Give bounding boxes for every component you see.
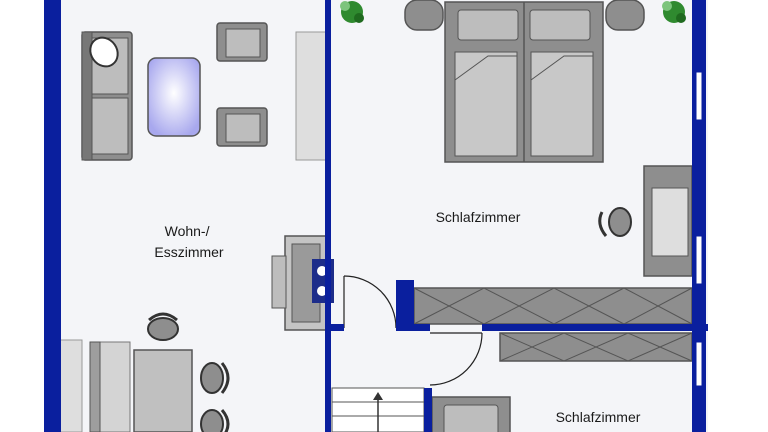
- room-label-bedroom: Schlafzimmer: [436, 209, 521, 225]
- wardrobe: [413, 287, 693, 325]
- floor-lamp: [89, 36, 119, 68]
- desk-chair: [598, 207, 632, 237]
- door: [429, 332, 483, 386]
- armchair: [216, 107, 268, 147]
- sofa: [81, 31, 133, 161]
- room-label-living: Wohn-/ Esszimmer: [154, 223, 224, 260]
- sideboard: [295, 31, 327, 161]
- bed: [431, 396, 511, 432]
- plant-icon: [662, 1, 686, 23]
- double-bed: [444, 1, 604, 163]
- bench: [59, 339, 131, 432]
- coffee-table: [147, 57, 201, 137]
- nightstand: [605, 0, 645, 31]
- window: [695, 71, 703, 387]
- nightstand: [404, 0, 444, 31]
- room-label-bedroom: Schlafzimmer: [556, 409, 641, 425]
- desk: [643, 165, 693, 277]
- staircase: [331, 387, 425, 432]
- armchair: [216, 22, 268, 62]
- dining-chair: [200, 409, 230, 432]
- dining-table: [133, 349, 193, 432]
- dining-chair: [200, 362, 230, 394]
- door: [343, 275, 397, 329]
- dining-chair: [147, 312, 179, 341]
- plant-icon: [340, 1, 364, 23]
- wardrobe: [499, 332, 693, 362]
